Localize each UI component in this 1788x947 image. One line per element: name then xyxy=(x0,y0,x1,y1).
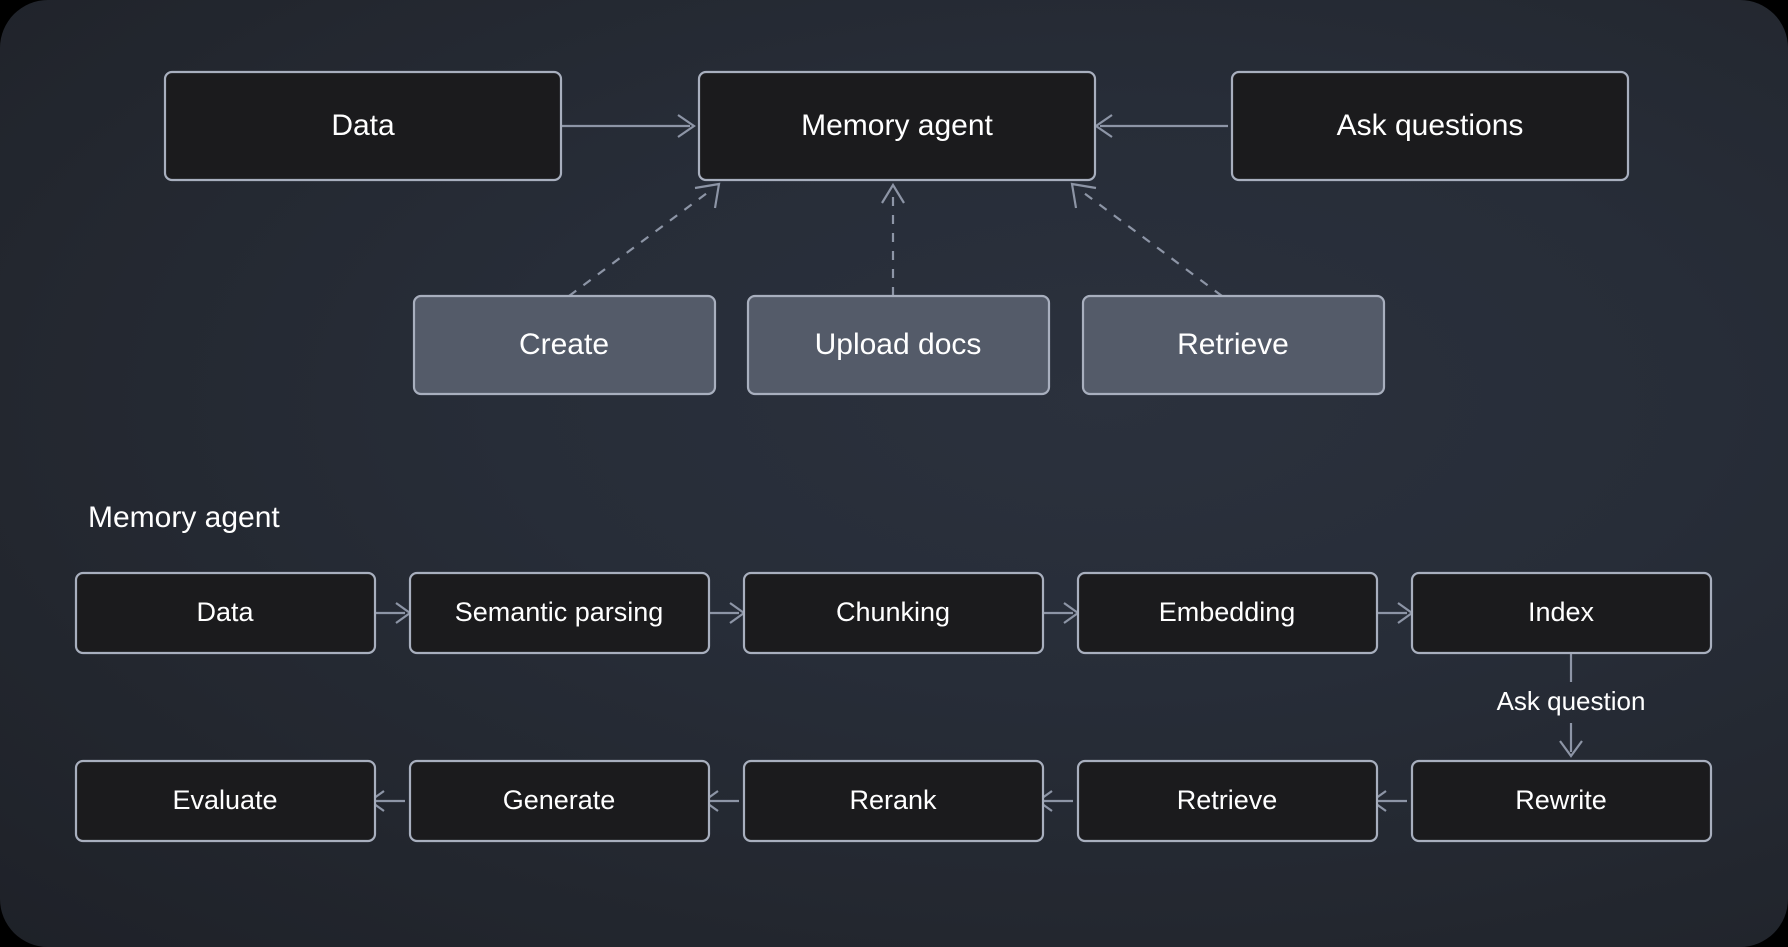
pipeline-node-chunking-label: Chunking xyxy=(836,597,950,627)
overview-node-memory-agent[interactable]: Memory agent xyxy=(697,70,1097,182)
pipeline-node-evaluate-label: Evaluate xyxy=(172,785,277,815)
pipeline-node-index-label: Index xyxy=(1528,597,1595,627)
overview-node-upload-docs[interactable]: Upload docs xyxy=(746,294,1051,396)
overview-node-ask-questions-label: Ask questions xyxy=(1337,109,1524,142)
overview-node-memory-agent-label: Memory agent xyxy=(801,109,993,142)
edge-upload-docs-to-memory-agent xyxy=(881,182,905,296)
pipeline-node-rerank-label: Rerank xyxy=(849,785,937,815)
overview-section: Data Memory agent Ask questions Create U… xyxy=(163,70,1630,396)
pipeline-node-chunking[interactable]: Chunking xyxy=(742,571,1045,655)
pipeline-node-semantic-parsing[interactable]: Semantic parsing xyxy=(408,571,711,655)
pipeline-node-rewrite[interactable]: Rewrite xyxy=(1410,759,1713,843)
overview-node-create-label: Create xyxy=(519,328,609,361)
edge-index-to-rewrite: Ask question xyxy=(1497,652,1646,758)
pipeline-node-retrieve[interactable]: Retrieve xyxy=(1076,759,1379,843)
overview-node-create[interactable]: Create xyxy=(412,294,717,396)
pipeline-node-index[interactable]: Index xyxy=(1410,571,1713,655)
edge-retrieve-to-memory-agent xyxy=(1070,182,1223,297)
pipeline-node-data-label: Data xyxy=(196,597,254,627)
overview-node-ask-questions[interactable]: Ask questions xyxy=(1230,70,1630,182)
pipeline-node-rewrite-label: Rewrite xyxy=(1515,785,1607,815)
pipeline-node-embedding-label: Embedding xyxy=(1159,597,1296,627)
pipeline-node-semantic-parsing-label: Semantic parsing xyxy=(455,597,664,627)
pipeline-node-retrieve-label: Retrieve xyxy=(1177,785,1278,815)
pipeline-node-rerank[interactable]: Rerank xyxy=(742,759,1045,843)
pipeline-section: Memory agent Ask question xyxy=(74,501,1713,843)
overview-node-retrieve[interactable]: Retrieve xyxy=(1081,294,1386,396)
pipeline-node-evaluate[interactable]: Evaluate xyxy=(74,759,377,843)
overview-node-data-label: Data xyxy=(331,109,395,142)
pipeline-node-generate[interactable]: Generate xyxy=(408,759,711,843)
edge-data-to-memory-agent xyxy=(561,114,696,138)
pipeline-title: Memory agent xyxy=(88,501,280,534)
edge-create-to-memory-agent xyxy=(568,182,721,297)
edge-ask-questions-to-memory-agent xyxy=(1094,114,1228,138)
pipeline-node-embedding[interactable]: Embedding xyxy=(1076,571,1379,655)
overview-node-retrieve-label: Retrieve xyxy=(1177,328,1289,361)
pipeline-node-data[interactable]: Data xyxy=(74,571,377,655)
pipeline-node-generate-label: Generate xyxy=(503,785,616,815)
overview-node-data[interactable]: Data xyxy=(163,70,563,182)
edge-label-ask-question: Ask question xyxy=(1497,686,1646,716)
overview-node-upload-docs-label: Upload docs xyxy=(815,328,982,361)
